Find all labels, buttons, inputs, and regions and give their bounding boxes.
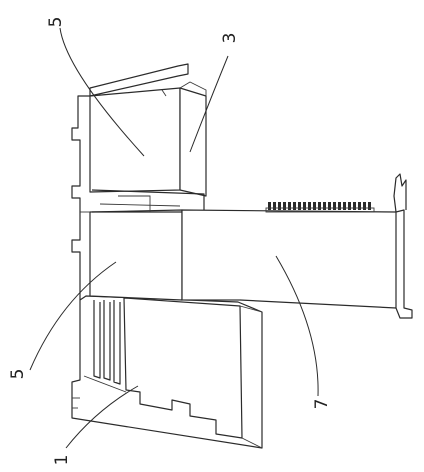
connector-pins <box>265 202 375 213</box>
label-bottom-far-left: 1 <box>52 455 72 466</box>
label-bottom-right: 7 <box>312 399 332 410</box>
leader-bottom-left <box>29 261 117 371</box>
label-bottom-left: 5 <box>8 369 28 380</box>
leader-bottom-right <box>275 255 319 397</box>
leader-lines <box>29 27 319 449</box>
leader-bottom-far-left <box>65 385 139 449</box>
label-top-left: 5 <box>46 17 66 28</box>
board <box>181 173 413 319</box>
upper-frame <box>89 63 207 213</box>
leader-top-left <box>59 27 145 157</box>
label-top-right: 3 <box>220 33 240 44</box>
leader-top-right <box>189 55 229 153</box>
base-frame <box>71 295 263 449</box>
